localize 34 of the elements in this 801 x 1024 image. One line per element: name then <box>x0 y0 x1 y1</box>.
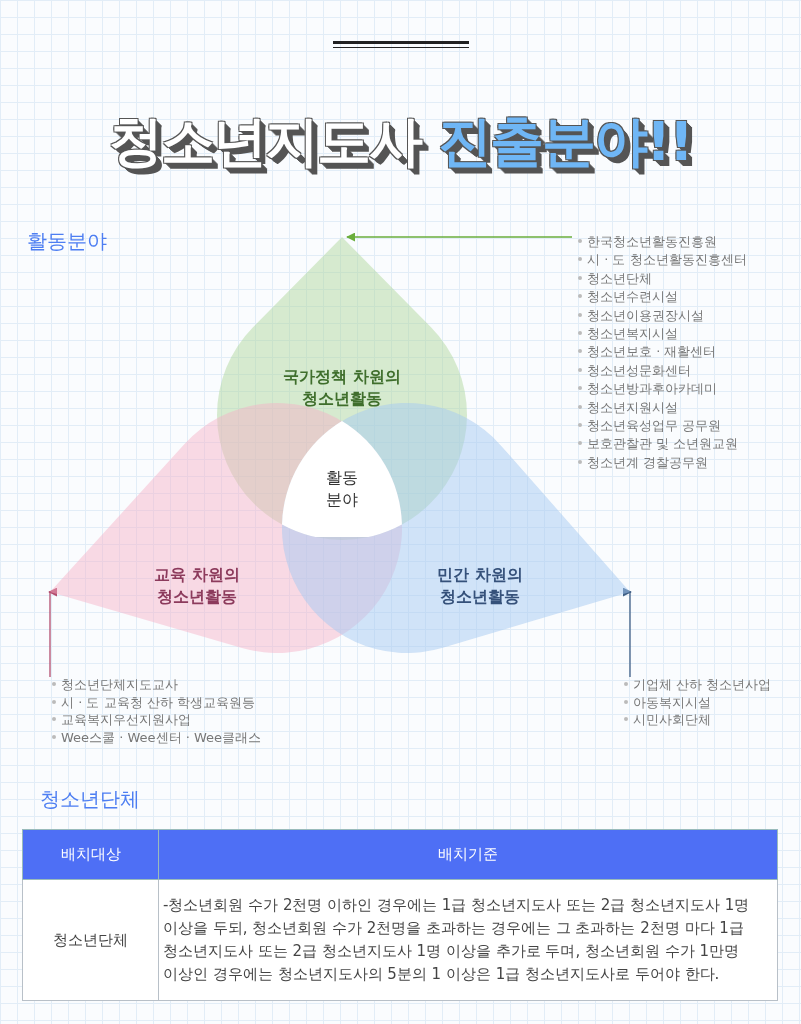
list-item: 청소년육성업무 공무원 <box>587 418 722 434</box>
list-item: 청소년계 경찰공무원 <box>587 454 709 470</box>
list-item: 청소년방과후아카데미 <box>587 381 717 397</box>
list-item: 시민사회단체 <box>633 712 711 728</box>
list-item: 청소년복지시설 <box>587 326 678 342</box>
leader-line <box>346 232 573 242</box>
petal-label: 교육 차원의 청소년활동 <box>153 564 241 608</box>
header-cell: 배치기준 <box>158 829 778 880</box>
center-label: 활동 분야 <box>325 467 359 511</box>
list-item: 청소년보호 · 재활센터 <box>587 344 717 360</box>
list-item: 청소년지원시설 <box>587 399 678 415</box>
list-item: 청소년단체 <box>587 270 652 286</box>
table-cell: -청소년회원 수가 2천명 이하인 경우에는 1급 청소년지도사 또는 2급 청소년지도사 1명 이상을 두되, 청소년회원 수가 2천명을 초과하는 경우에는 그 초과하는 2천명 마다 1급 청소년지도사 또는 2급 청소년지도사 1명 이상을 추가로 두며, 청소년회원 수가 1만명 이상인 경우에는 청소년지도사의 5분의 1 이상은 1급 청소년지도사로 두어야 한다. <box>158 879 778 1001</box>
list-item: 청소년성문화센터 <box>587 362 691 378</box>
petal-label: 국가정책 차원의 청소년활동 <box>282 366 402 410</box>
section-heading: 청소년단체 <box>40 786 140 813</box>
list-item: 교육복지우선지원사업 <box>61 712 191 728</box>
list-item: 청소년단체지도교사 <box>61 677 178 692</box>
section-heading: 활동분야 <box>27 228 107 255</box>
list-item: 기업체 산하 청소년사업 <box>633 677 772 692</box>
list-item: 아동복지시설 <box>633 694 711 710</box>
table-cell: 청소년단체 <box>22 879 159 1001</box>
list-item: Wee스쿨 · Wee센터 · Wee클래스 <box>61 729 262 745</box>
list-item: 시 · 도 청소년활동진흥센터 <box>587 252 747 268</box>
petal-label: 민간 차원의 청소년활동 <box>436 564 524 608</box>
list-item: 보호관찰관 및 소년원교원 <box>587 436 739 452</box>
list-item: 한국청소년활동진흥원 <box>587 234 717 249</box>
leader-line <box>48 587 58 678</box>
list-item: 청소년수련시설 <box>587 289 678 305</box>
list-item: 시 · 도 교육청 산하 학생교육원등 <box>61 694 255 710</box>
list-item: 청소년이용권장시설 <box>587 307 704 323</box>
header-cell: 배치대상 <box>22 829 159 880</box>
title: 청소년지도사 진출분야!! <box>108 109 693 177</box>
leader-line <box>622 587 632 678</box>
